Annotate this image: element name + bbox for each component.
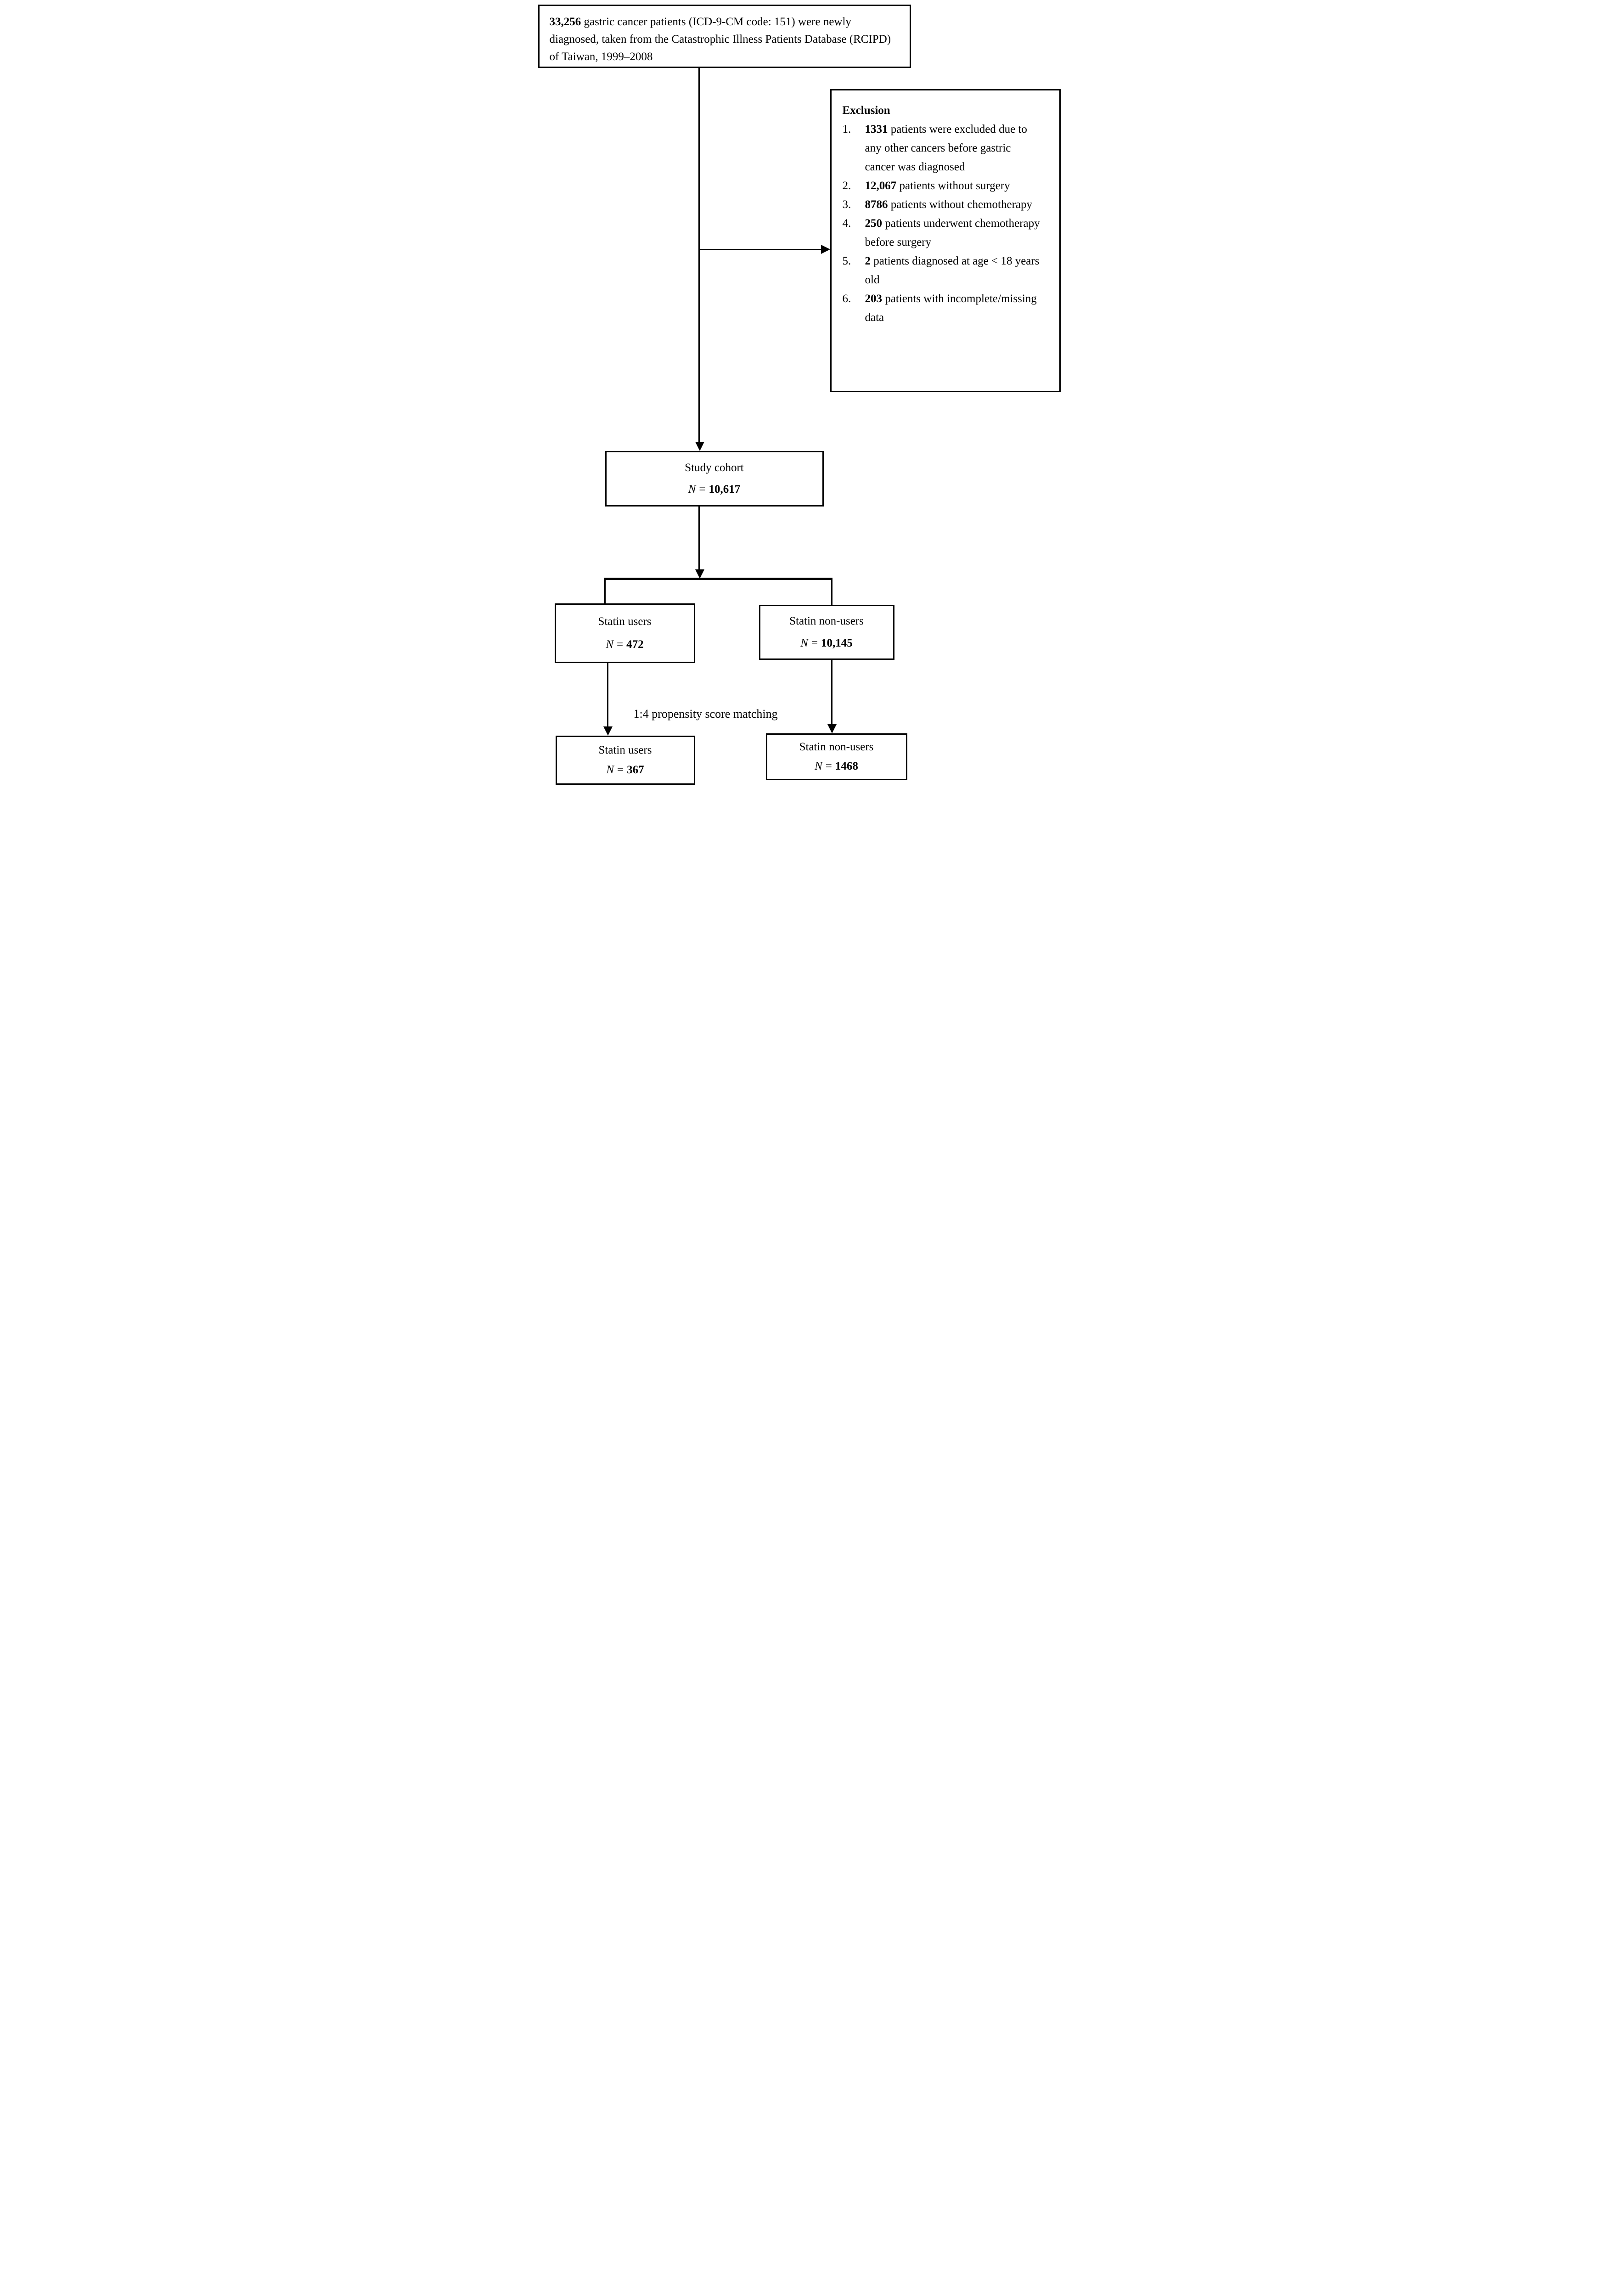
study-cohort-box: Study cohort N=10,617 xyxy=(605,451,824,506)
arrowhead-down-at-branch-icon xyxy=(695,569,704,579)
exclusion-item: 4. 250 patients underwent chemotherapy b… xyxy=(843,214,1052,252)
propensity-matching-label: 1:4 propensity score matching xyxy=(633,707,778,720)
arrowhead-down-into-matched-non-users-icon xyxy=(827,724,837,733)
flow-line-cohort-to-branch xyxy=(698,506,700,570)
exclusion-item-text: 203 patients with incomplete/missing dat… xyxy=(865,293,1037,324)
branch-line-right xyxy=(831,578,832,606)
statin-non-users-matched-box: Statin non-users N=1468 xyxy=(765,733,907,780)
exclusion-item-number: 4. xyxy=(842,217,851,230)
exclusion-item-number: 5. xyxy=(842,255,851,267)
branch-line-left xyxy=(604,578,606,604)
exclusion-item-text: 12,067 patients without surgery xyxy=(865,180,1010,192)
flow-diagram: 33,256 gastric cancer patients (ICD-9-CM… xyxy=(534,0,1069,788)
flow-line-users-to-matched xyxy=(607,663,608,727)
exclusion-item-text: 2 patients diagnosed at age < 18 years o… xyxy=(865,255,1040,286)
exclusion-item: 2. 12,067 patients without surgery xyxy=(843,176,1052,195)
flow-line-to-exclusion xyxy=(698,249,822,250)
statin-non-users-matched-n: N=1468 xyxy=(815,760,858,772)
statin-non-users-matched-label: Statin non-users xyxy=(799,741,874,754)
statin-users-n: N=472 xyxy=(606,638,644,651)
exclusion-item-text: 8786 patients without chemotherapy xyxy=(865,198,1033,211)
statin-non-users-label: Statin non-users xyxy=(789,615,864,628)
exclusion-item-text: 250 patients underwent chemotherapy befo… xyxy=(865,217,1040,248)
enrollment-count: 33,256 xyxy=(549,16,581,28)
statin-non-users-box: Statin non-users N=10,145 xyxy=(759,605,894,660)
statin-users-matched-n: N=367 xyxy=(606,764,644,776)
exclusion-item-text: 1331 patients were excluded due to any o… xyxy=(865,123,1027,173)
arrowhead-right-into-exclusion-icon xyxy=(821,245,830,254)
exclusion-item: 1. 1331 patients were excluded due to an… xyxy=(843,120,1052,176)
branch-bar xyxy=(604,578,832,580)
study-cohort-label: Study cohort xyxy=(685,461,744,474)
exclusion-item-number: 1. xyxy=(842,123,851,135)
statin-users-matched-box: Statin users N=367 xyxy=(555,736,695,785)
exclusion-item-number: 6. xyxy=(842,293,851,305)
exclusion-box: Exclusion 1. 1331 patients were excluded… xyxy=(830,89,1061,392)
enrollment-box: 33,256 gastric cancer patients (ICD-9-CM… xyxy=(538,5,911,68)
exclusion-item: 5. 2 patients diagnosed at age < 18 year… xyxy=(843,252,1052,289)
flow-line-non-users-to-matched xyxy=(831,660,832,725)
arrowhead-down-into-matched-users-icon xyxy=(603,726,613,736)
exclusion-item-number: 2. xyxy=(842,180,851,192)
exclusion-item: 6. 203 patients with incomplete/missing … xyxy=(843,289,1052,327)
exclusion-item: 3. 8786 patients without chemotherapy xyxy=(843,195,1052,214)
statin-users-matched-label: Statin users xyxy=(598,744,652,756)
enrollment-text: gastric cancer patients (ICD-9-CM code: … xyxy=(549,16,891,63)
flow-line-top-to-cohort xyxy=(698,68,700,443)
statin-non-users-n: N=10,145 xyxy=(800,636,853,649)
exclusion-item-number: 3. xyxy=(842,198,851,211)
arrowhead-down-into-study-cohort-icon xyxy=(695,442,704,451)
statin-users-box: Statin users N=472 xyxy=(554,603,695,663)
study-cohort-n: N=10,617 xyxy=(688,483,741,496)
exclusion-title: Exclusion xyxy=(842,104,890,117)
statin-users-label: Statin users xyxy=(598,615,652,628)
